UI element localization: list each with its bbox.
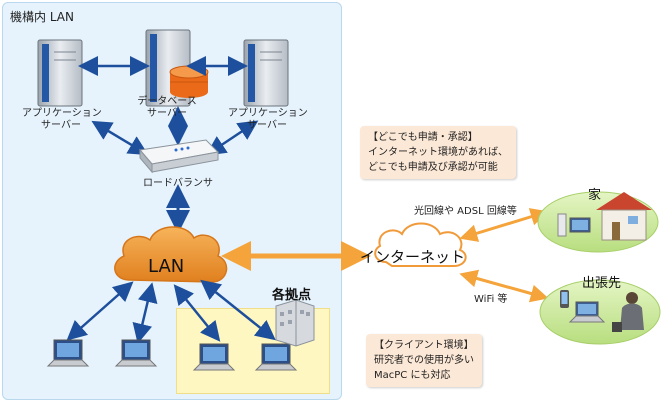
home-link-label: 光回線や ADSL 回線等	[414, 206, 517, 217]
house-icon	[596, 192, 652, 241]
internet-label: インターネット	[360, 248, 466, 266]
phone-icon	[560, 290, 569, 308]
app-server-left-icon	[37, 39, 83, 107]
arrow-right-lb	[205, 120, 259, 156]
laptop-icon	[192, 343, 236, 371]
arrow-internet-trip	[459, 269, 549, 303]
arrow-internet-home	[459, 208, 549, 242]
app-server-left-label: アプリケーションサーバー	[22, 108, 102, 131]
trip-link-label: WiFi 等	[474, 294, 508, 305]
trip-laptop-icon	[568, 301, 606, 323]
app-server-right-label: アプリケーションサーバー	[228, 108, 308, 131]
load-balancer-icon	[139, 139, 220, 174]
db-server-icon	[145, 29, 209, 107]
note-client: 【クライアント環境】 研究者での使用が多い MacPC にも対応	[366, 334, 482, 387]
home-label: 家	[588, 188, 602, 203]
laptop-icon	[114, 339, 158, 367]
arrow-lan-pc2	[132, 282, 158, 344]
arrow-lan-pc3	[173, 284, 221, 342]
branch-label: 各拠点	[272, 288, 312, 303]
arrow-left-lb	[91, 120, 149, 156]
lan-area-title: 機構内 LAN	[10, 10, 74, 24]
lan-cloud-label: LAN	[148, 256, 185, 277]
person-icon	[612, 292, 644, 332]
load-balancer-label: ロードバランサ	[143, 178, 213, 189]
branch-building-icon	[275, 299, 315, 347]
home-pc-icon	[557, 213, 591, 237]
arrow-lan-pc4	[200, 279, 276, 341]
internet-cloud-icon	[374, 222, 467, 267]
trip-label: 出張先	[582, 276, 622, 291]
laptop-icon	[254, 343, 298, 371]
arrow-lan-pc1	[66, 281, 134, 341]
note-anywhere: 【どこでも申請・承認】 インターネット環境があれば、 どこでも申請及び承認が可能	[360, 126, 516, 179]
db-server-label: データベースサーバー	[137, 96, 197, 119]
app-server-right-icon	[243, 39, 289, 107]
laptop-icon	[46, 339, 90, 367]
